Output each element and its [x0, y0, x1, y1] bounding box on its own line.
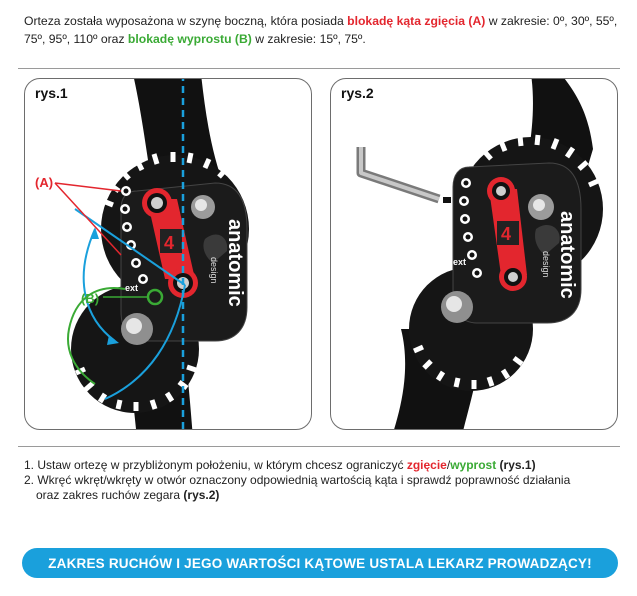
- arm-axis: [74, 208, 186, 286]
- intro-text-2: w zakresie: 0º, 30º, 55º, 75º, 95º, 110º…: [24, 14, 618, 46]
- brand-text-2: anatomic: [556, 211, 578, 299]
- screw-icon: [121, 195, 215, 345]
- step-1-slash: /: [446, 458, 451, 472]
- callout-a: (A): [35, 175, 53, 190]
- intro-text-1: Orteza została wyposażona w szynę boczną…: [24, 14, 348, 28]
- flexion-lock-label: blokadę kąta zgięcia (A): [347, 14, 486, 28]
- figure-1-panel: rys.1: [24, 78, 312, 430]
- sub-brand-text-2: design: [541, 251, 551, 278]
- figure-2-panel: rys.2: [330, 78, 618, 430]
- step-2-continued: oraz zakres ruchów zegara (rys.2): [24, 488, 624, 503]
- lock-number: 4: [164, 233, 174, 253]
- extension-lock-label: blokadę wyprostu (B): [127, 32, 252, 46]
- step-2: 2. Wkręć wkręt/wkręty w otwór oznaczony …: [24, 473, 624, 488]
- intro-paragraph: Orteza została wyposażona w szynę boczną…: [24, 12, 624, 48]
- figure-1-label: rys.1: [35, 85, 68, 101]
- step-1-flexion: zgięcie: [406, 458, 447, 472]
- sub-brand-text: design: [209, 257, 219, 284]
- figure-2-label: rys.2: [341, 85, 374, 101]
- red-lock-arm-2: 4: [487, 177, 527, 291]
- ext-mark: ext: [125, 283, 138, 293]
- step-2-ref: (rys.2): [183, 488, 220, 502]
- step-1-text: 1. Ustaw ortezę w przybliżonym położeniu…: [24, 458, 407, 472]
- step-1-extension: wyprost: [450, 458, 497, 472]
- callout-b: (B): [81, 291, 99, 306]
- warning-banner-text: ZAKRES RUCHÓW I JEGO WARTOŚCI KĄTOWE UST…: [48, 555, 592, 571]
- top-divider: [18, 68, 620, 69]
- step-1: 1. Ustaw ortezę w przybliżonym położeniu…: [24, 458, 624, 473]
- intro-text-3: w zakresie: 15º, 75º.: [251, 32, 366, 46]
- step-2-text-b: oraz zakres ruchów zegara: [36, 488, 184, 502]
- figure-1-illustration: 4 anatomic design ext (A) (B): [35, 79, 249, 429]
- figure-2-illustration: 4 anatomic design ext: [356, 79, 603, 429]
- bottom-divider: [18, 446, 620, 447]
- hex-key-icon: [356, 147, 451, 204]
- ext-mark-2: ext: [453, 257, 466, 267]
- step-2-text: 2. Wkręć wkręt/wkręty w otwór oznaczony …: [24, 473, 571, 487]
- screw-icon: [441, 194, 554, 323]
- step-1-ref: (rys.1): [499, 458, 536, 472]
- warning-banner: ZAKRES RUCHÓW I JEGO WARTOŚCI KĄTOWE UST…: [22, 548, 618, 578]
- brand-text: anatomic: [224, 219, 246, 307]
- lock-number-2: 4: [501, 224, 511, 244]
- instructions-list: 1. Ustaw ortezę w przybliżonym położeniu…: [24, 458, 624, 503]
